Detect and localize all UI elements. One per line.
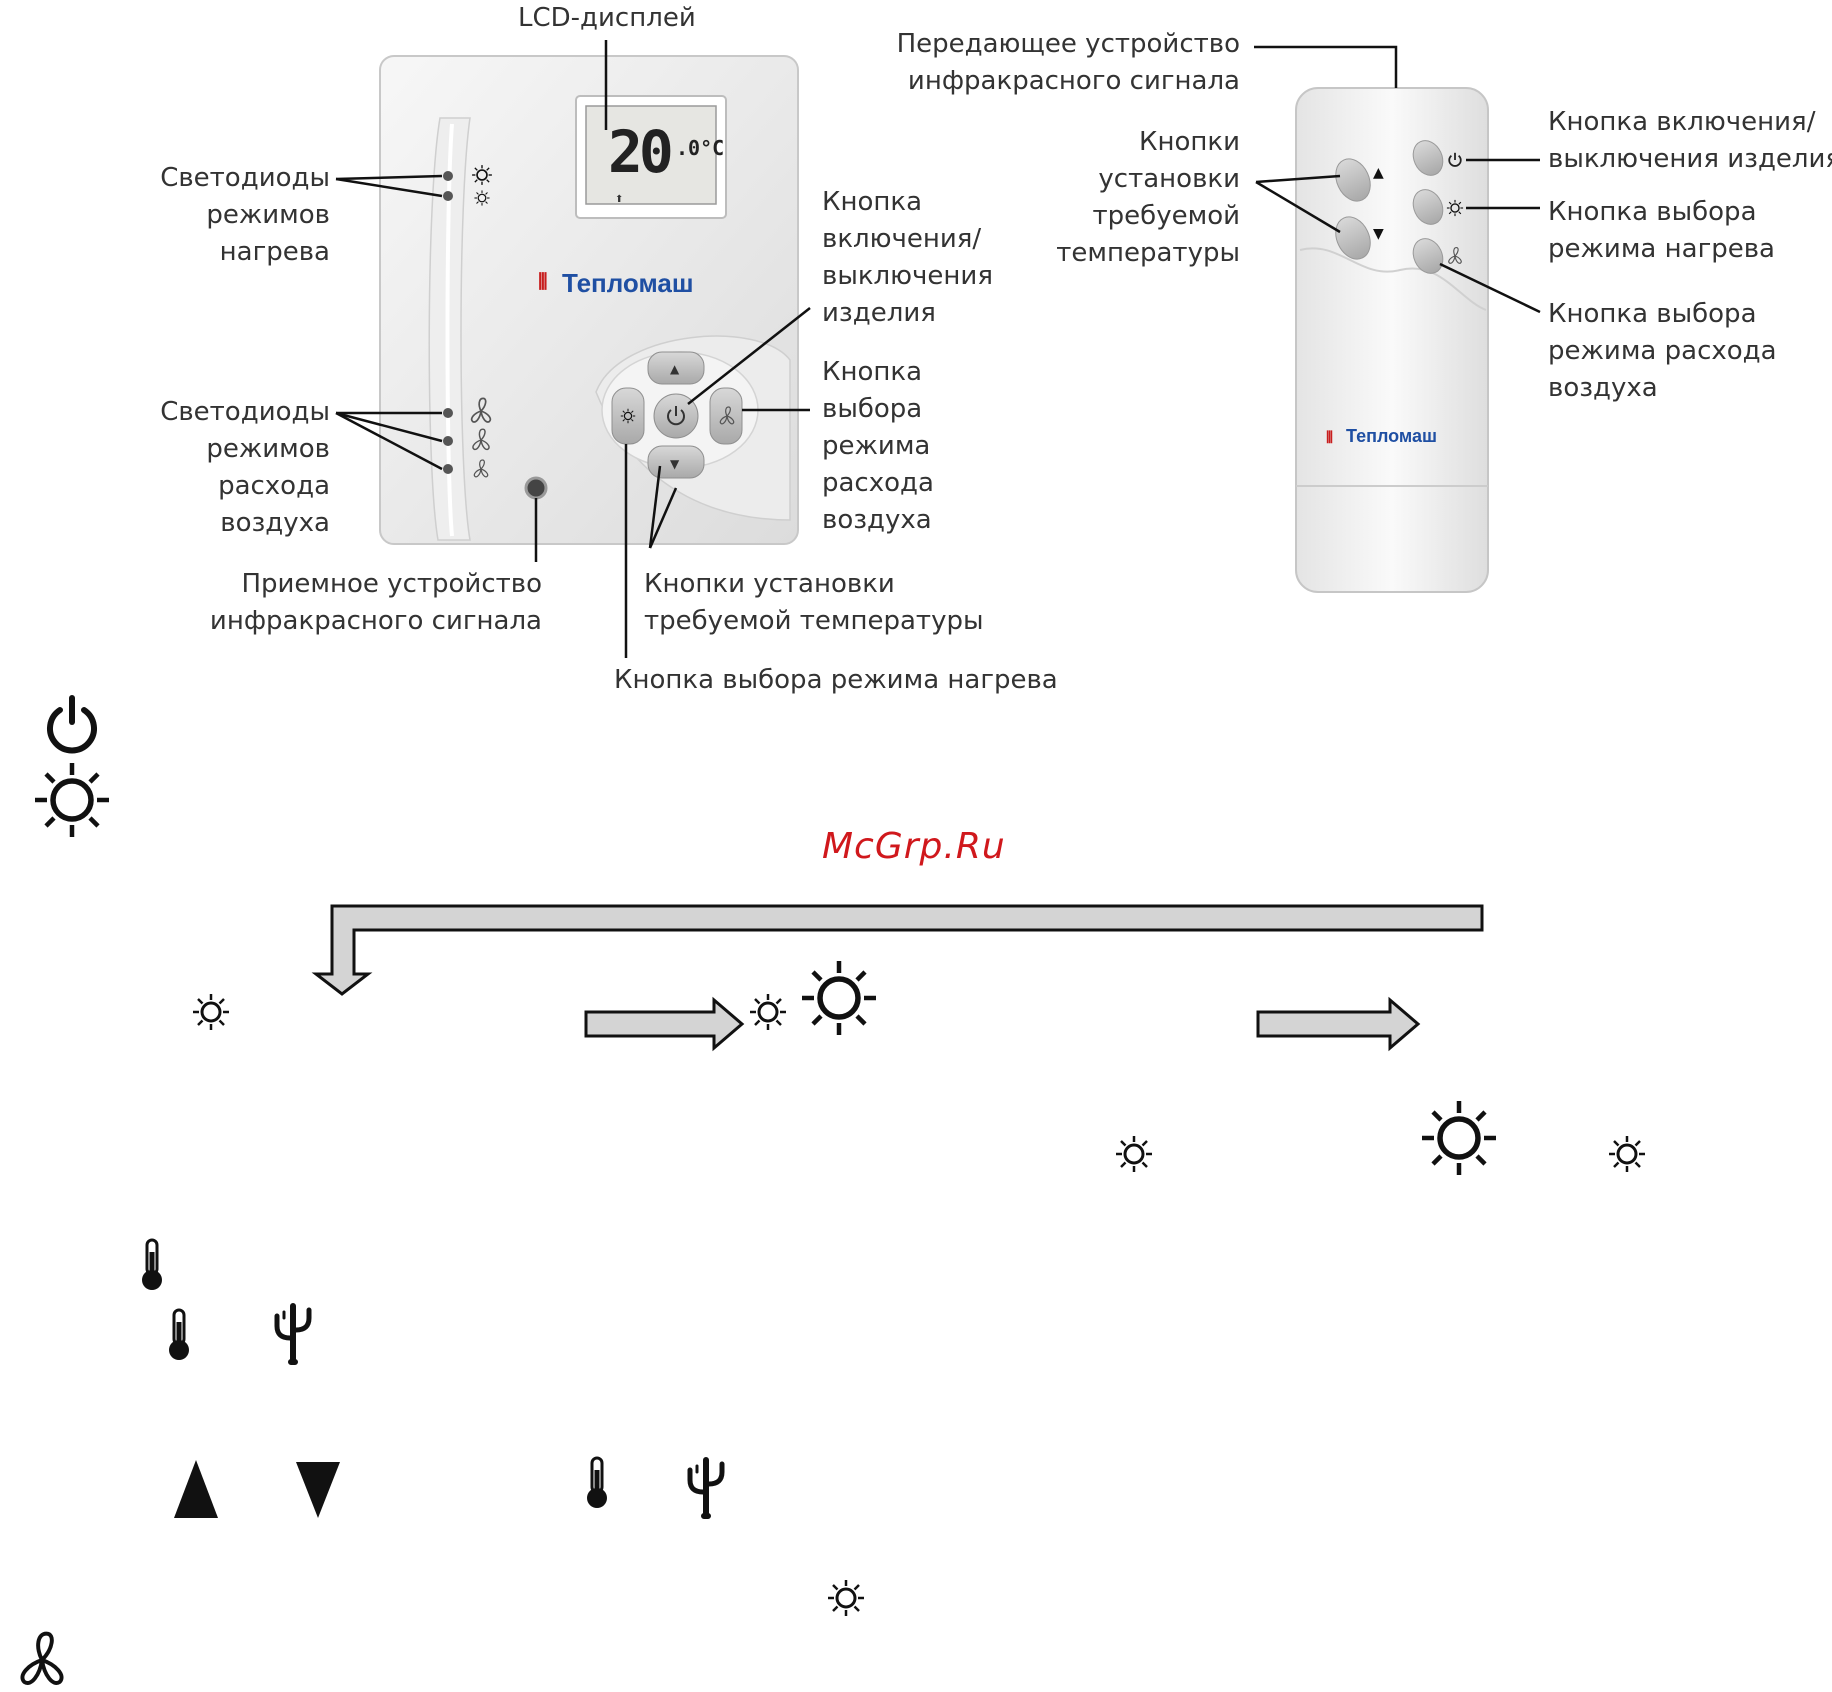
power-icon xyxy=(47,695,97,754)
lcd-temperature-value: 20 xyxy=(608,118,674,186)
remote-control: ▲ ▼ xyxy=(1295,87,1489,593)
brand-logo-icon: ⦀ xyxy=(1326,428,1334,447)
thermostat-brand: Тепломаш xyxy=(562,268,694,298)
label-heat-leds: Светодиоды режимов нагрева xyxy=(160,163,330,267)
sun-small-icon xyxy=(748,992,788,1032)
svg-text:▼: ▼ xyxy=(670,457,680,471)
thermometer-icon xyxy=(167,1308,191,1362)
svg-text:▲: ▲ xyxy=(1373,165,1384,181)
remote-callout-lines xyxy=(1254,45,1541,314)
label-remote-temperature-buttons: Кнопки установки требуемой температуры xyxy=(1056,127,1240,268)
label-remote-heat-button: Кнопка выбора режима нагрева xyxy=(1548,197,1775,264)
svg-text:▼: ▼ xyxy=(1373,226,1384,242)
cycle-return-arrow xyxy=(311,904,1484,996)
sun-large-icon xyxy=(1422,1101,1496,1175)
label-ir-transmitter: Передающее устройство инфракрасного сигн… xyxy=(896,29,1240,96)
sun-small-icon xyxy=(1607,1134,1647,1174)
cactus-icon xyxy=(277,1306,309,1362)
label-air-leds: Светодиоды режимов расхода воздуха xyxy=(160,397,330,538)
label-ir-receiver: Приемное устройство инфракрасного сигнал… xyxy=(209,569,542,636)
cycle-arrow-2 xyxy=(1256,996,1421,1052)
label-heat-mode-button: Кнопка выбора режима нагрева xyxy=(614,665,1058,695)
thermostat-panel: ⬆ ▲ ▼ xyxy=(379,55,799,545)
remote-brand: Тепломаш xyxy=(1346,426,1438,446)
sun-large-icon xyxy=(802,961,876,1035)
label-airflow-button: Кнопка выбора режима расхода воздуха xyxy=(822,357,934,535)
label-temperature-buttons: Кнопки установки требуемой температуры xyxy=(644,569,984,636)
fan-icon xyxy=(20,1631,64,1685)
sun-small-icon xyxy=(191,992,231,1032)
label-remote-airflow-button: Кнопка выбора режима расхода воздуха xyxy=(1548,299,1777,403)
svg-text:⬆: ⬆ xyxy=(615,194,623,205)
label-lcd-display: LCD-дисплей xyxy=(518,3,696,33)
lcd-temperature-unit: .0°C xyxy=(676,136,725,160)
watermark: McGrp.Ru xyxy=(822,826,1006,867)
label-power-button: Кнопка включения/ выключения изделия xyxy=(822,187,993,328)
sun-small-icon xyxy=(826,1578,866,1618)
label-remote-power-button: Кнопка включения/ выключения изделия xyxy=(1548,107,1832,174)
brand-logo-icon: ⦀ xyxy=(538,270,548,295)
thermometer-icon xyxy=(585,1456,609,1510)
cycle-arrow-1 xyxy=(584,996,745,1052)
triangle-down-icon xyxy=(296,1462,340,1518)
thermostat-callout-lines xyxy=(335,40,811,658)
thermometer-icon xyxy=(140,1238,164,1292)
sun-large-icon xyxy=(35,763,109,837)
svg-text:▲: ▲ xyxy=(670,362,680,376)
sun-small-icon xyxy=(1114,1134,1154,1174)
triangle-up-icon xyxy=(174,1460,218,1518)
cactus-icon xyxy=(690,1460,722,1516)
